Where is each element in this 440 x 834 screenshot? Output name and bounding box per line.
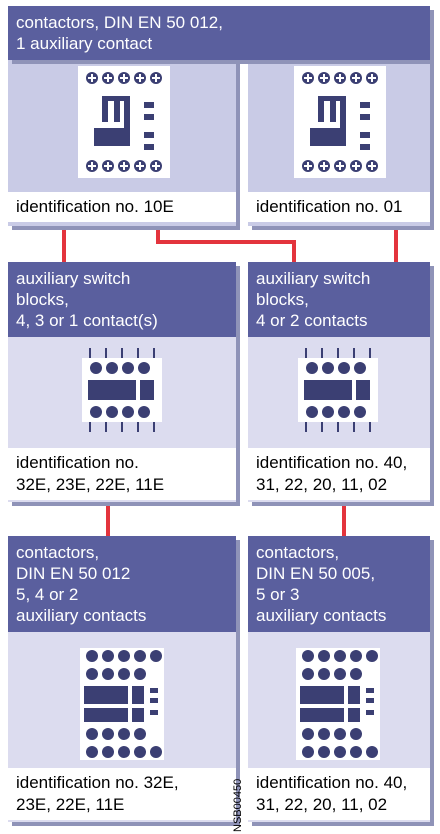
identification-label: identification no. 32E, 23E, 22E, 11E (8, 768, 236, 820)
box-contactors-en50005: contactors, DIN EN 50 005, 5 or 3 auxili… (248, 536, 430, 822)
box-contactor-10e: identification no. 10E (8, 58, 236, 226)
link-top-left-to-mid-left (62, 226, 66, 262)
contactor-icon (294, 66, 386, 178)
box-header: contactors, DIN EN 50 012 5, 4 or 2 auxi… (8, 536, 236, 632)
header-contactors-1-aux: contactors, DIN EN 50 012, 1 auxiliary c… (8, 6, 430, 60)
identification-label: identification no. 10E (8, 192, 236, 222)
auxiliary-block-icon (82, 348, 162, 432)
box-header: auxiliary switch blocks, 4 or 2 contacts (248, 262, 430, 337)
link-mid-left-to-bot-left (106, 502, 110, 536)
contactor-icon (78, 66, 170, 178)
image-code: NSB00450 (232, 778, 244, 832)
identification-label: identification no. 40, 31, 22, 20, 11, 0… (248, 768, 430, 820)
contactor-with-aux-icon (80, 648, 164, 760)
box-contactors-en50012: contactors, DIN EN 50 012 5, 4 or 2 auxi… (8, 536, 236, 822)
box-header: contactors, DIN EN 50 005, 5 or 3 auxili… (248, 536, 430, 632)
link-top-left-to-mid-right (156, 240, 296, 244)
contactor-with-aux-icon (296, 648, 380, 760)
link-top-left-to-mid-right (156, 226, 160, 244)
link-top-right-to-mid-right (394, 226, 398, 262)
identification-label: identification no. 32E, 23E, 22E, 11E (8, 448, 236, 500)
identification-label: identification no. 01 (248, 192, 430, 222)
box-aux-switch-blocks-right: auxiliary switch blocks, 4 or 2 contacts… (248, 262, 430, 502)
auxiliary-block-icon (298, 348, 378, 432)
link-top-left-to-mid-right (292, 240, 296, 262)
link-mid-right-to-bot-right (342, 502, 346, 536)
box-aux-switch-blocks-left: auxiliary switch blocks, 4, 3 or 1 conta… (8, 262, 236, 502)
box-header: auxiliary switch blocks, 4, 3 or 1 conta… (8, 262, 236, 337)
box-contactor-01: identification no. 01 (248, 58, 430, 226)
identification-label: identification no. 40, 31, 22, 20, 11, 0… (248, 448, 430, 500)
